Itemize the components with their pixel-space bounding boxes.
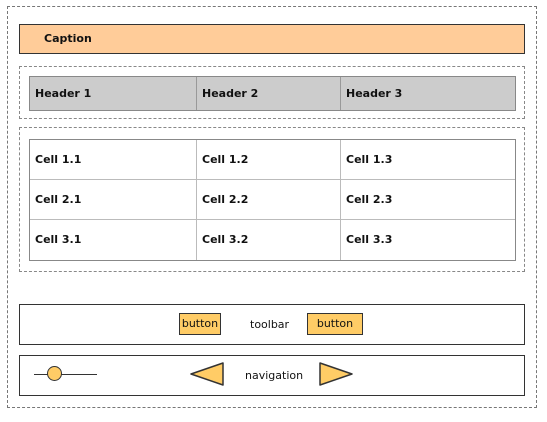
- table-cell[interactable]: Cell 1.2: [197, 140, 341, 179]
- triangle-right-icon[interactable]: [319, 362, 353, 386]
- table-cell[interactable]: Cell 3.3: [346, 233, 393, 246]
- toolbar-label: toolbar: [250, 318, 290, 331]
- table-row[interactable]: Cell 2.1 Cell 2.2 Cell 2.3: [30, 180, 515, 220]
- toolbar-button-2[interactable]: button: [307, 313, 363, 335]
- table-header-container: [19, 66, 525, 119]
- table-row[interactable]: Cell 1.1 Cell 1.2 Cell 1.3: [30, 140, 515, 180]
- table-header-row: Header 1 Header 2 Header 3: [29, 76, 516, 111]
- navigation-bar: [19, 355, 525, 396]
- table-body-container: [19, 127, 525, 272]
- navigation-label: navigation: [245, 369, 304, 382]
- toolbar: [19, 304, 525, 345]
- table-body: Cell 1.1 Cell 1.2 Cell 1.3 Cell 2.1 Cell…: [29, 139, 516, 261]
- table-cell[interactable]: Cell 2.1: [30, 180, 197, 219]
- table-cell[interactable]: Cell 3.2: [197, 220, 341, 260]
- column-header-3[interactable]: Header 3: [346, 87, 403, 100]
- triangle-left-icon[interactable]: [190, 362, 224, 386]
- table-cell[interactable]: Cell 3.1: [30, 220, 197, 260]
- table-cell[interactable]: Cell 1.1: [30, 140, 197, 179]
- slider-track[interactable]: [34, 374, 97, 375]
- caption-label: Caption: [44, 32, 92, 45]
- table-cell[interactable]: Cell 2.2: [197, 180, 341, 219]
- table-row[interactable]: Cell 3.1 Cell 3.2 Cell 3.3: [30, 220, 515, 260]
- toolbar-button-1[interactable]: button: [179, 313, 221, 335]
- column-header-2[interactable]: Header 2: [197, 77, 341, 110]
- column-header-1[interactable]: Header 1: [30, 77, 197, 110]
- table-cell[interactable]: Cell 2.3: [346, 193, 393, 206]
- slider-handle[interactable]: [47, 366, 62, 381]
- window-frame: [7, 6, 537, 408]
- caption-bar: Caption: [19, 24, 525, 54]
- table-cell[interactable]: Cell 1.3: [346, 153, 393, 166]
